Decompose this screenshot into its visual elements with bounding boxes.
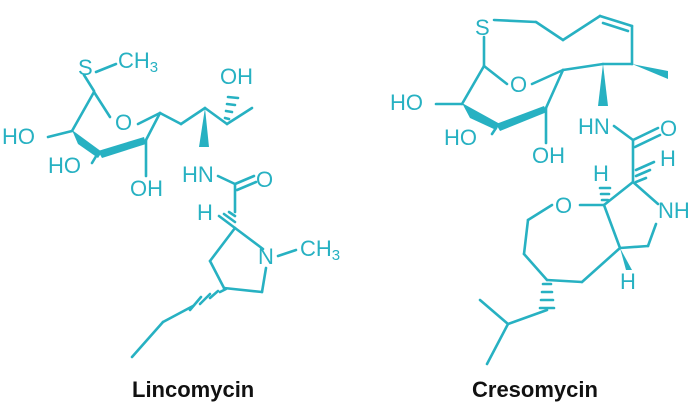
lincomycin-structure: S CH3 O HO HO OH OH HN bbox=[2, 48, 340, 359]
lincomycin-n-methyl: CH3 bbox=[300, 236, 340, 264]
cresomycin-carbonyl-oxygen: O bbox=[660, 116, 677, 141]
lincomycin-side-hydroxyl: OH bbox=[220, 64, 253, 89]
cresomycin-hydroxyl-1: HO bbox=[390, 90, 423, 115]
cresomycin-amide-nh: HN bbox=[578, 114, 610, 139]
cresomycin-hydroxyl-3: OH bbox=[532, 143, 565, 168]
cresomycin-caption: Cresomycin bbox=[472, 377, 598, 402]
cresomycin-h-bottom: H bbox=[620, 269, 636, 294]
lincomycin-alpha-h: H bbox=[197, 200, 213, 225]
lincomycin-hydroxyl-3: OH bbox=[130, 176, 163, 201]
lincomycin-hydroxyl-2: HO bbox=[48, 153, 81, 178]
lincomycin-caption: Lincomycin bbox=[132, 377, 255, 402]
cresomycin-pyrrolidine-nh: NH bbox=[658, 198, 690, 223]
lincomycin-sulfur: S bbox=[78, 55, 93, 80]
lincomycin-hydroxyl-1: HO bbox=[2, 124, 35, 149]
cresomycin-hydroxyl-2: HO bbox=[444, 125, 477, 150]
lincomycin-ring-nitrogen: N bbox=[258, 244, 274, 269]
cresomycin-ring-oxygen: O bbox=[510, 72, 527, 97]
cresomycin-h-left: H bbox=[593, 161, 609, 186]
cresomycin-sulfur: S bbox=[475, 15, 490, 40]
cresomycin-h-right: H bbox=[660, 146, 676, 171]
cresomycin-structure: S O HO HO OH HN O H bbox=[390, 14, 690, 366]
lincomycin-s-methyl: CH3 bbox=[118, 48, 158, 76]
lincomycin-ring-oxygen: O bbox=[115, 110, 132, 135]
cresomycin-ether-oxygen: O bbox=[555, 193, 572, 218]
lincomycin-amide-nh: HN bbox=[182, 162, 214, 187]
lincomycin-carbonyl-oxygen: O bbox=[256, 167, 273, 192]
